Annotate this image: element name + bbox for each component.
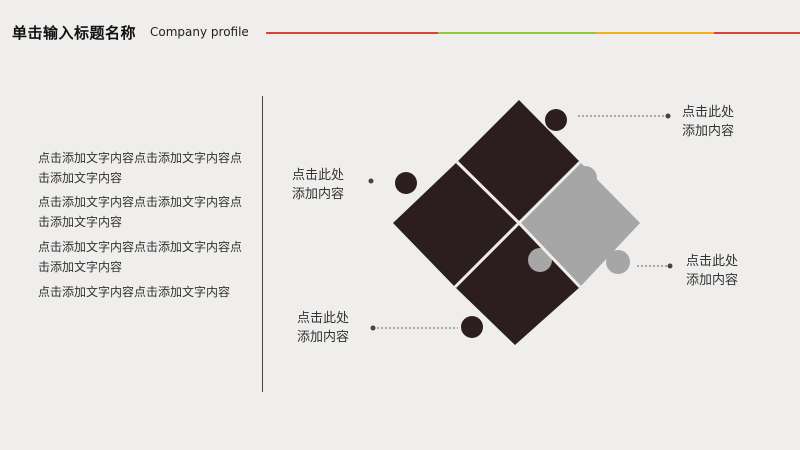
line-segment-red bbox=[266, 32, 438, 34]
vertical-divider bbox=[262, 96, 263, 392]
callout-line: 添加内容 bbox=[297, 330, 350, 345]
text-paragraph[interactable]: 点击添加文字内容点击添加文字内容点击添加文字内容 bbox=[38, 151, 243, 185]
line-segment-yellow bbox=[596, 32, 714, 34]
line-segment-red-end bbox=[714, 32, 800, 34]
connector-dot bbox=[667, 263, 673, 269]
callout-line: 点击此处 bbox=[686, 254, 739, 269]
callout-line: 点击此处 bbox=[292, 168, 345, 183]
puzzle-knob bbox=[512, 148, 536, 172]
callout-top-right[interactable]: 点击此处 添加内容 bbox=[682, 103, 734, 141]
callout-bottom-left[interactable]: 点击此处 添加内容 bbox=[297, 309, 349, 347]
puzzle-knob bbox=[573, 166, 597, 190]
callout-line: 添加内容 bbox=[682, 124, 735, 139]
callout-line: 添加内容 bbox=[292, 187, 345, 202]
puzzle-knob bbox=[459, 228, 483, 252]
puzzle-knob bbox=[545, 109, 567, 131]
connector-dot bbox=[665, 113, 671, 119]
puzzle-knob bbox=[419, 234, 441, 256]
connector-dot bbox=[368, 178, 374, 184]
callout-line: 添加内容 bbox=[686, 273, 739, 288]
header-color-line bbox=[266, 32, 800, 34]
puzzle-seam bbox=[517, 221, 582, 289]
puzzle-knob bbox=[606, 250, 630, 274]
text-paragraph[interactable]: 点击添加文字内容点击添加文字内容 bbox=[38, 285, 231, 299]
callout-right[interactable]: 点击此处 添加内容 bbox=[686, 252, 738, 290]
puzzle-knob bbox=[528, 248, 552, 272]
callout-left[interactable]: 点击此处 添加内容 bbox=[292, 166, 344, 204]
page-subtitle: Company profile bbox=[150, 25, 249, 39]
puzzle-seam bbox=[453, 221, 521, 289]
callout-connectors bbox=[368, 113, 673, 331]
connector-dot bbox=[370, 325, 376, 331]
line-segment-green bbox=[438, 32, 596, 34]
puzzle-knob bbox=[461, 316, 483, 338]
puzzle-seams bbox=[453, 160, 582, 289]
callout-line: 点击此处 bbox=[297, 311, 350, 326]
callout-line: 点击此处 bbox=[682, 105, 735, 120]
text-paragraph[interactable]: 点击添加文字内容点击添加文字内容点击添加文字内容 bbox=[38, 195, 243, 229]
puzzle-knob bbox=[395, 172, 417, 194]
page-title: 单击输入标题名称 bbox=[12, 24, 137, 42]
puzzle-piece-bottom bbox=[455, 223, 580, 345]
text-paragraph[interactable]: 点击添加文字内容点击添加文字内容点击添加文字内容 bbox=[38, 240, 243, 274]
